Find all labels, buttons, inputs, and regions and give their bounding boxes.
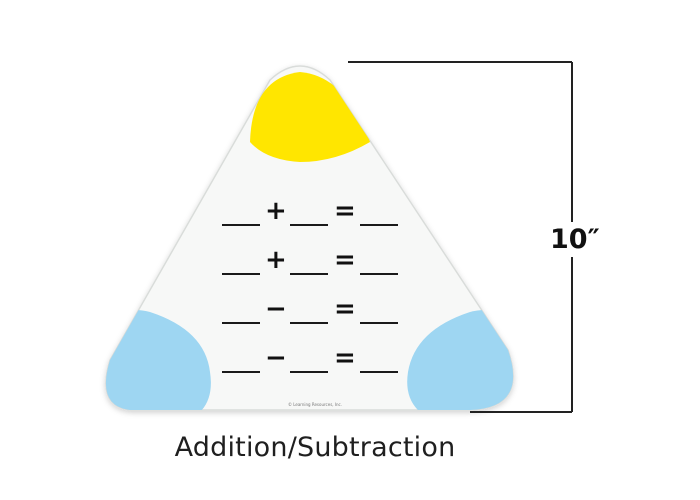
- answer-blank: [290, 322, 328, 324]
- equals-sign: =: [334, 245, 356, 275]
- copyright-text: © Learning Resources, Inc.: [287, 402, 343, 407]
- answer-blank: [360, 371, 398, 373]
- plus-sign: +: [265, 196, 287, 226]
- left-corner-blue: [105, 310, 211, 410]
- equation-row-2: + =: [218, 245, 400, 279]
- equation-row-4: − =: [218, 343, 400, 377]
- answer-blank: [222, 273, 260, 275]
- answer-blank: [360, 273, 398, 275]
- minus-sign: −: [265, 294, 287, 324]
- answer-blank: [360, 224, 398, 226]
- equation-row-1: + =: [218, 196, 400, 230]
- answer-blank: [222, 322, 260, 324]
- plus-sign: +: [265, 245, 287, 275]
- answer-blank: [290, 224, 328, 226]
- equation-row-3: − =: [218, 294, 400, 328]
- minus-sign: −: [265, 343, 287, 373]
- answer-blank: [360, 322, 398, 324]
- product-caption: Addition/Subtraction: [174, 432, 456, 463]
- answer-blank: [222, 371, 260, 373]
- equals-sign: =: [334, 343, 356, 373]
- answer-blank: [222, 224, 260, 226]
- answer-blank: [290, 371, 328, 373]
- equals-sign: =: [334, 196, 356, 226]
- right-corner-blue: [407, 310, 514, 410]
- size-label: 10″: [548, 222, 602, 257]
- answer-blank: [290, 273, 328, 275]
- equals-sign: =: [334, 294, 356, 324]
